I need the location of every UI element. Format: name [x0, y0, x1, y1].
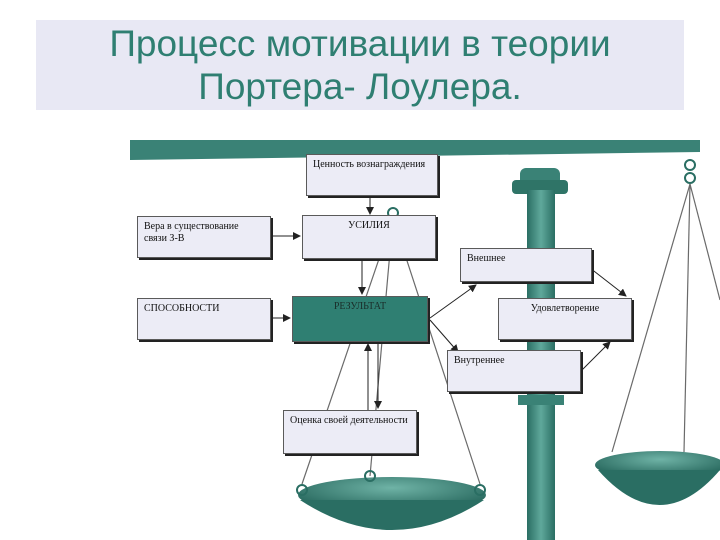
box-result: РЕЗУЛЬТАТ [292, 296, 428, 342]
box-internal: Внутреннее [447, 350, 581, 392]
box-satisfaction: Удовлетворение [498, 298, 632, 340]
box-external: Внешнее [460, 248, 592, 282]
box-self-assessment: Оценка своей деятельности [283, 410, 417, 454]
box-effort: УСИЛИЯ [302, 215, 436, 259]
box-belief-link: Вера в существование связи З-В [137, 216, 271, 258]
slide-title: Процесс мотивации в теории Портера- Лоул… [36, 20, 684, 110]
title-line-1: Процесс мотивации в теории [109, 23, 611, 64]
box-abilities: СПОСОБНОСТИ [137, 298, 271, 340]
title-line-2: Портера- Лоулера. [198, 66, 522, 107]
box-value-of-reward: Ценность вознаграждения [306, 154, 438, 196]
scale-beam [130, 140, 700, 160]
